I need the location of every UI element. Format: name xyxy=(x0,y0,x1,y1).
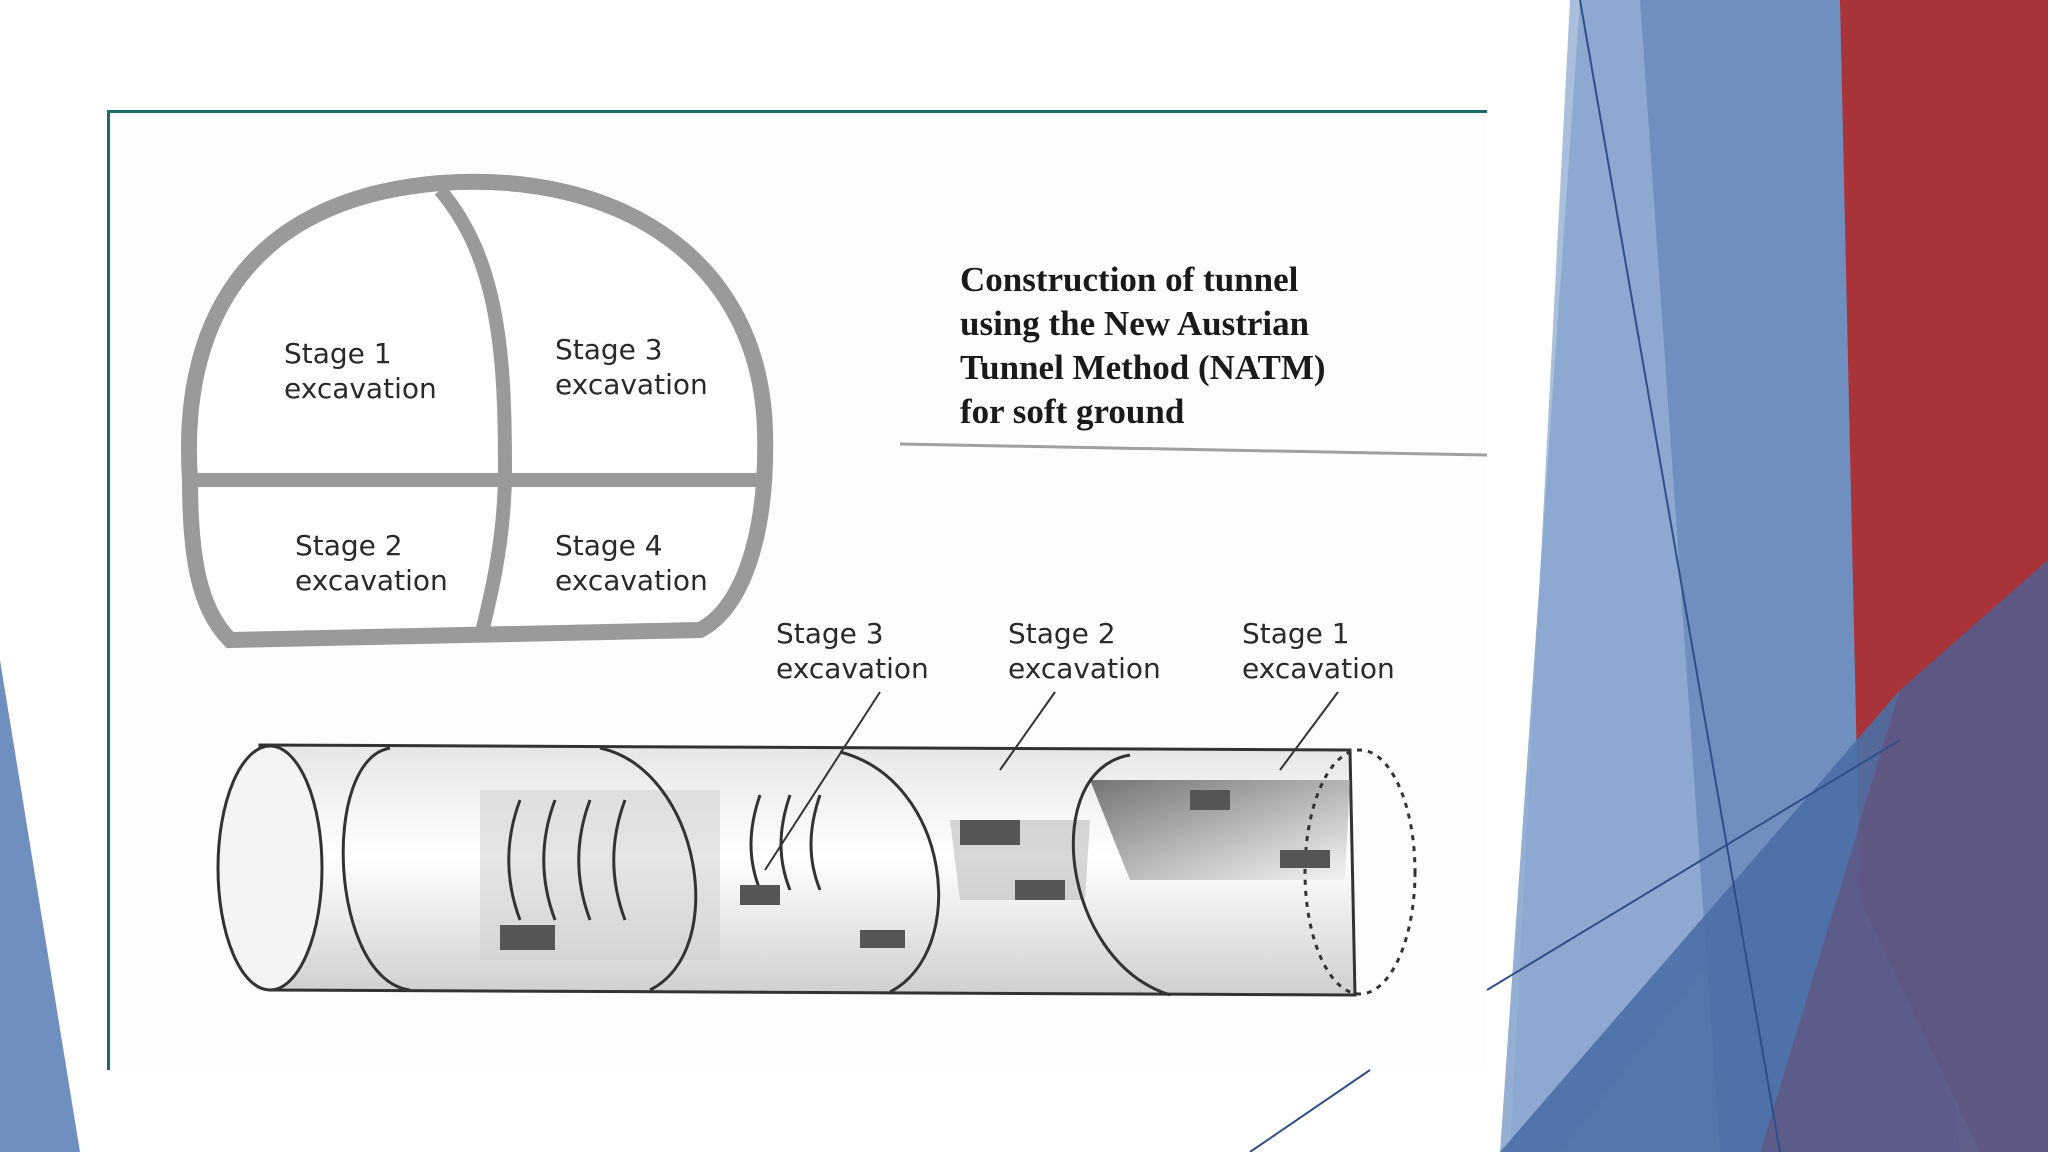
cross-section-stage3-label: Stage 3 excavation xyxy=(555,333,708,401)
conveyor-icon xyxy=(860,930,905,948)
cross-section-stage1-label: Stage 1 excavation xyxy=(284,337,437,405)
caption-underline xyxy=(899,442,1488,457)
leader-line-stage2 xyxy=(999,691,1056,771)
tunnel-longitudinal xyxy=(216,691,1417,997)
caption-line-4: for soft ground xyxy=(960,392,1185,431)
excavator-icon xyxy=(740,885,780,905)
caption-line-2: using the New Austrian xyxy=(960,304,1310,343)
leader-line-stage1 xyxy=(1279,691,1339,771)
caption-line-1: Construction of tunnel xyxy=(960,260,1299,299)
longitudinal-stage3-label: Stage 3 excavation xyxy=(776,617,929,685)
tunnel-cross-section xyxy=(181,173,774,649)
figure-border-top xyxy=(107,110,1487,113)
longitudinal-stage2-label: Stage 2 excavation xyxy=(1008,617,1161,685)
excavator-icon xyxy=(960,820,1020,845)
excavator-icon xyxy=(500,925,555,950)
figure-border-left xyxy=(107,110,110,1070)
longitudinal-stage1-label: Stage 1 excavation xyxy=(1242,617,1395,685)
leader-line-stage3 xyxy=(764,691,881,871)
cross-section-stage4-label: Stage 4 excavation xyxy=(555,529,708,597)
diagram-caption: Construction of tunnel using the New Aus… xyxy=(960,258,1430,434)
conveyor-icon xyxy=(1015,880,1065,900)
cross-section-stage2-label: Stage 2 excavation xyxy=(295,529,448,597)
excavator-icon xyxy=(1190,790,1230,810)
conveyor-icon xyxy=(1280,850,1330,868)
caption-line-3: Tunnel Method (NATM) xyxy=(960,348,1326,387)
